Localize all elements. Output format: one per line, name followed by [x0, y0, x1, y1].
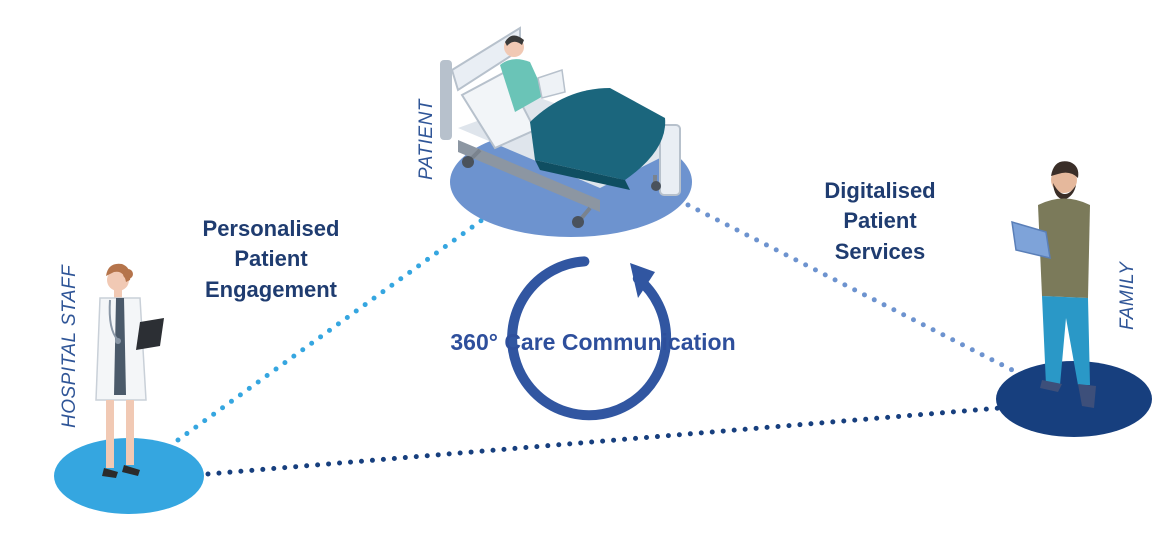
- services-label-line-2: Patient: [843, 208, 917, 233]
- services-label-line-1: Digitalised: [824, 178, 935, 203]
- circular-arrow-icon: [507, 256, 672, 421]
- link-staff-patient: [175, 217, 485, 443]
- staff-platform: [54, 438, 204, 514]
- services-label-line-3: Services: [835, 239, 926, 264]
- family-platform: [996, 361, 1152, 437]
- engagement-label-line-3: Engagement: [205, 277, 338, 302]
- engagement-label-line-2: Patient: [234, 246, 308, 271]
- role-staff-label: HOSPITAL STAFF: [59, 264, 80, 428]
- doctor-with-clipboard-icon: [95, 263, 164, 478]
- center-care-label: 360° Care Communication: [450, 329, 735, 355]
- link-patient-family: [685, 202, 1023, 377]
- patient-in-bed-icon: [440, 26, 681, 228]
- man-with-laptop-icon: [1011, 161, 1096, 408]
- role-patient-label: PATIENT: [416, 98, 437, 180]
- link-staff-family: [205, 405, 1003, 477]
- role-family-label: FAMILY: [1117, 261, 1138, 330]
- engagement-label-line-1: Personalised: [203, 216, 340, 241]
